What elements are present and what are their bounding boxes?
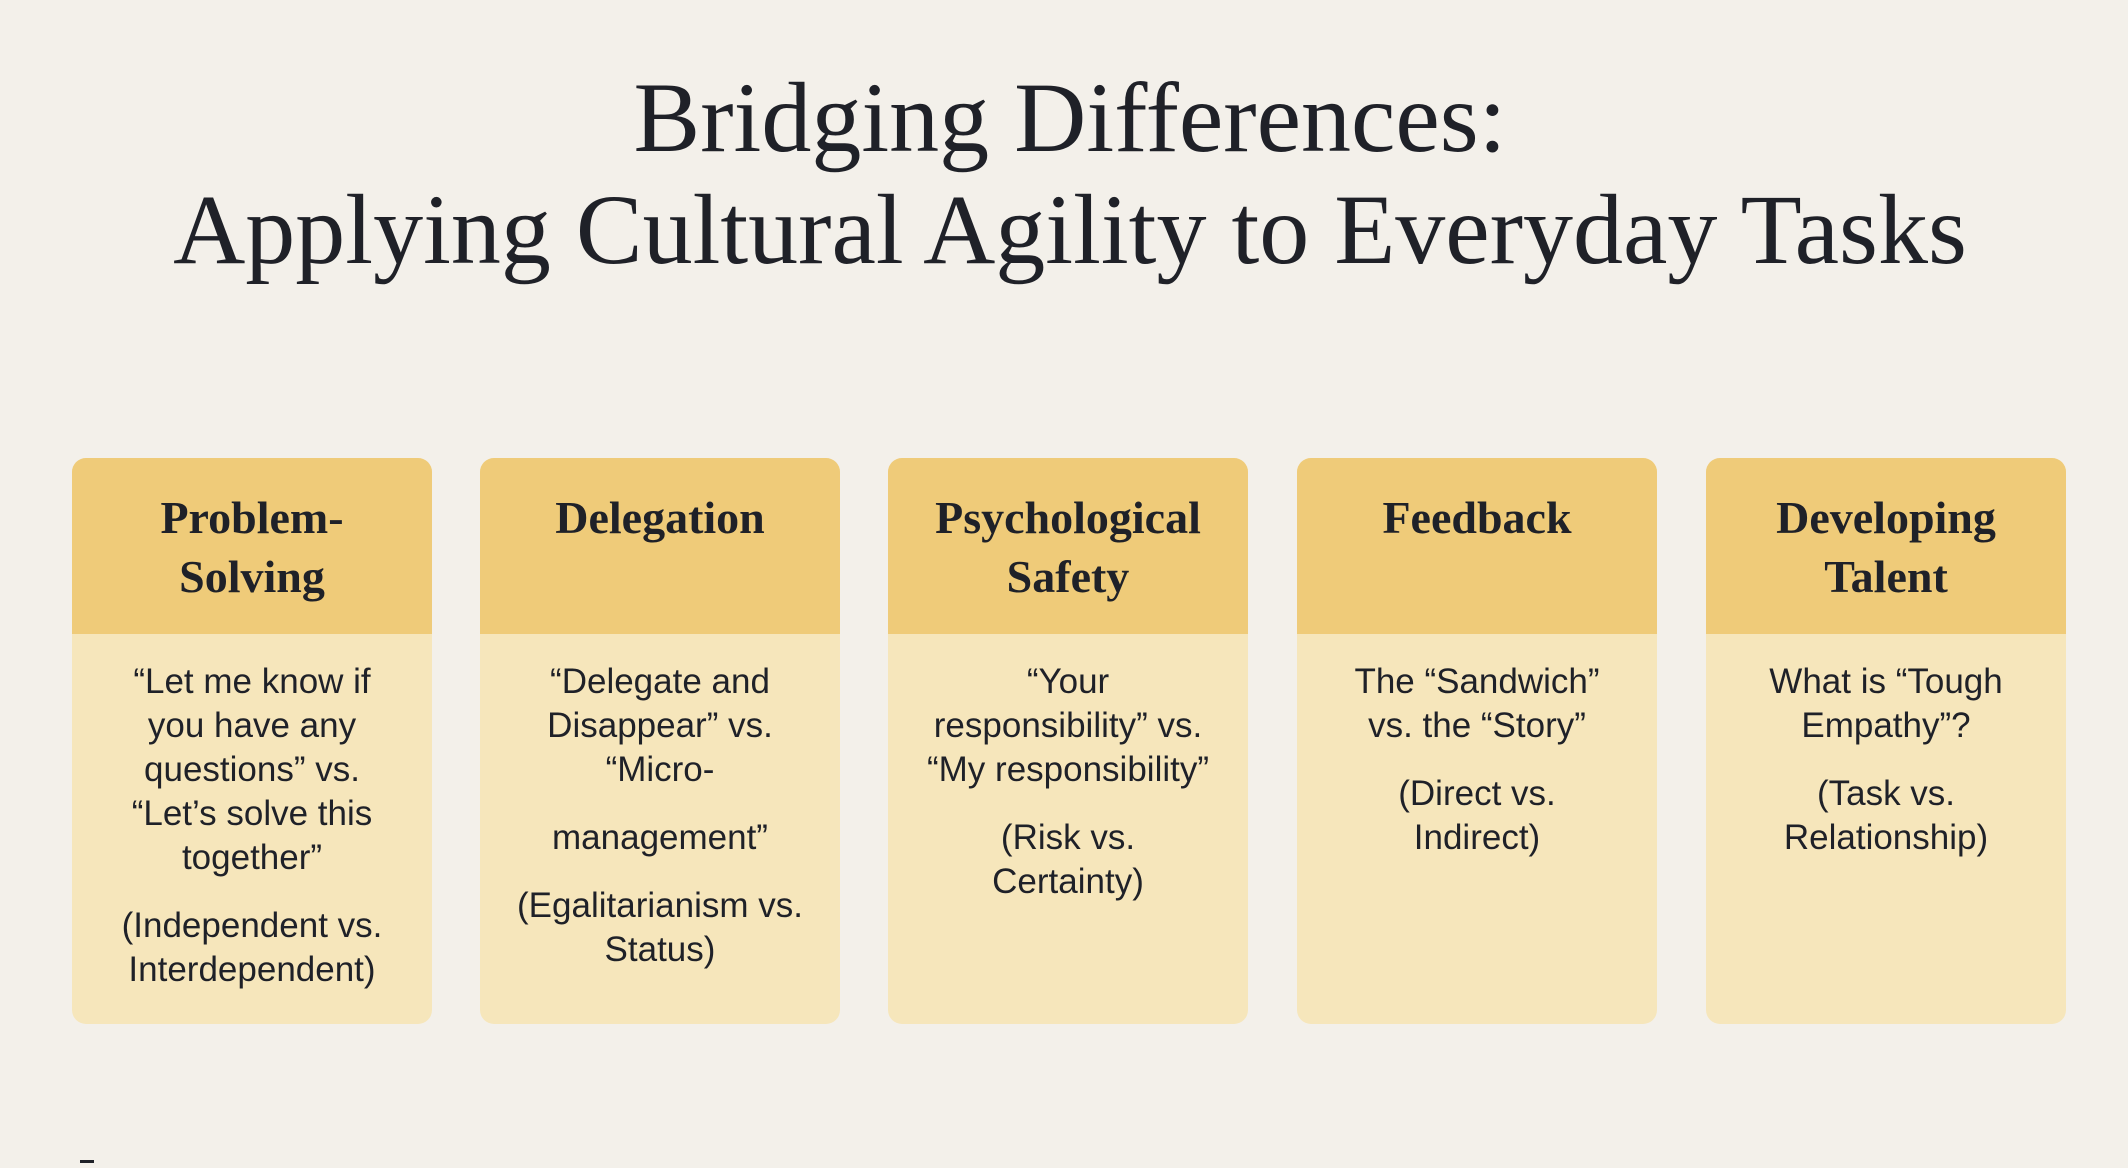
card-text-line: Status)	[604, 930, 716, 969]
card-heading-line: Psychological	[935, 492, 1201, 543]
card-text-line: questions” vs.	[144, 750, 360, 789]
card-feedback: Feedback The “Sandwich” vs. the “Story” …	[1297, 458, 1657, 1024]
card-paragraph: (Independent vs. Interdependent)	[96, 904, 408, 992]
card-header: Developing Talent	[1706, 458, 2066, 634]
card-heading-line: Problem-	[160, 492, 344, 543]
card-header: Problem- Solving	[72, 458, 432, 634]
card-text-line: (Task vs.	[1816, 774, 1956, 813]
cards-row: Problem- Solving “Let me know if you hav…	[0, 458, 2128, 1024]
card-text-line: together”	[181, 838, 323, 877]
card-body: The “Sandwich” vs. the “Story” (Direct v…	[1297, 660, 1657, 860]
page-title: Bridging Differences: Applying Cultural …	[0, 62, 2128, 286]
card-paragraph: (Egalitarianism vs. Status)	[504, 884, 816, 972]
card-paragraph: management”	[504, 816, 816, 860]
card-header: Delegation	[480, 458, 840, 634]
card-heading-line: Safety	[1006, 551, 1130, 602]
card-paragraph: (Risk vs. Certainty)	[912, 816, 1224, 904]
card-text-line: Relationship)	[1783, 818, 1989, 857]
card-text-line: “Your	[1026, 662, 1110, 701]
card-body: “Let me know if you have any questions” …	[72, 660, 432, 992]
card-paragraph: What is “Tough Empathy”?	[1730, 660, 2042, 748]
card-text-line: What is “Tough	[1769, 662, 2003, 701]
card-header: Psychological Safety	[888, 458, 1248, 634]
card-heading-line: Developing	[1776, 492, 1996, 543]
card-text-line: (Risk vs.	[1000, 818, 1136, 857]
card-text-line: Certainty)	[992, 862, 1144, 901]
card-text-line: Indirect)	[1413, 818, 1541, 857]
card-paragraph: (Direct vs. Indirect)	[1321, 772, 1633, 860]
card-paragraph: “Your responsibility” vs. “My responsibi…	[912, 660, 1224, 792]
card-text-line: (Independent vs.	[121, 906, 383, 945]
card-header: Feedback	[1297, 458, 1657, 634]
card-text-line: Empathy”?	[1801, 706, 1971, 745]
card-body: What is “Tough Empathy”? (Task vs. Relat…	[1706, 660, 2066, 860]
title-line-1: Bridging Differences:	[633, 62, 1507, 173]
card-delegation: Delegation “Delegate and Disappear” vs. …	[480, 458, 840, 1024]
card-paragraph: (Task vs. Relationship)	[1730, 772, 2042, 860]
card-developing-talent: Developing Talent What is “Tough Empathy…	[1706, 458, 2066, 1024]
card-paragraph: “Let me know if you have any questions” …	[96, 660, 408, 880]
card-problem-solving: Problem- Solving “Let me know if you hav…	[72, 458, 432, 1024]
card-psychological-safety: Psychological Safety “Your responsibilit…	[888, 458, 1248, 1024]
card-heading-line: Delegation	[555, 492, 765, 543]
card-heading-line: Feedback	[1382, 492, 1572, 543]
card-body: “Delegate and Disappear” vs. “Micro- man…	[480, 660, 840, 972]
card-text-line: vs. the “Story”	[1368, 706, 1586, 745]
card-text-line: “Let me know if	[133, 662, 371, 701]
card-text-line: “Let’s solve this	[131, 794, 373, 833]
card-text-line: The “Sandwich”	[1354, 662, 1600, 701]
card-text-line: (Direct vs.	[1398, 774, 1556, 813]
card-text-line: (Egalitarianism vs.	[517, 886, 803, 925]
card-text-line: management”	[552, 818, 768, 857]
card-body: “Your responsibility” vs. “My responsibi…	[888, 660, 1248, 904]
card-text-line: responsibility” vs.	[933, 706, 1203, 745]
card-text-line: “Micro-	[605, 750, 715, 789]
card-text-line: Interdependent)	[128, 950, 376, 989]
card-text-line: “Delegate and	[550, 662, 770, 701]
card-text-line: Disappear” vs.	[547, 706, 773, 745]
card-paragraph: The “Sandwich” vs. the “Story”	[1321, 660, 1633, 748]
card-heading-line: Talent	[1824, 551, 1948, 602]
card-text-line: “My responsibility”	[927, 750, 1209, 789]
card-paragraph: “Delegate and Disappear” vs. “Micro-	[504, 660, 816, 792]
decorative-mark	[80, 1160, 94, 1163]
title-line-2: Applying Cultural Agility to Everyday Ta…	[173, 174, 1967, 285]
card-text-line: you have any	[147, 706, 357, 745]
card-heading-line: Solving	[179, 551, 325, 602]
